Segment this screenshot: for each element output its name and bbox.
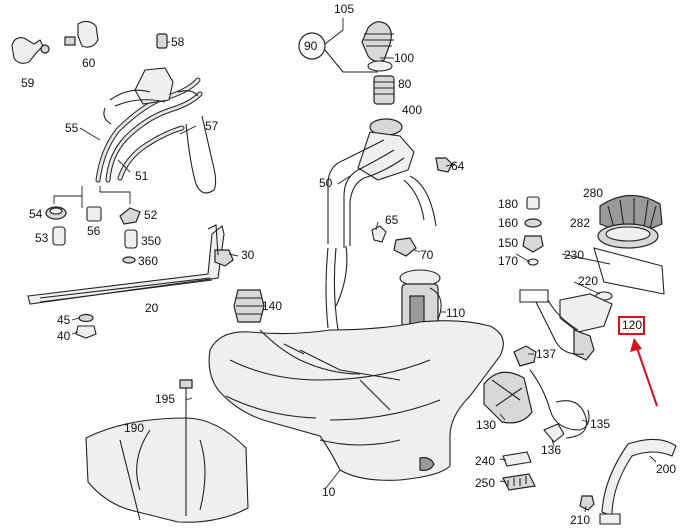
label-230: 230 [564,248,585,262]
label-100: 100 [394,51,415,65]
clip-60 [64,20,99,48]
label-190: 190 [124,421,145,435]
heat-shield-190 [85,379,249,523]
label-140: 140 [262,299,283,313]
strap-20 [27,224,234,305]
filler-parts-top [298,18,403,136]
bracket-200 [579,438,677,525]
sender-parts-stack [522,196,544,266]
label-200: 200 [656,462,677,476]
label-58: 58 [171,35,185,49]
label-60: 60 [82,56,96,70]
label-53: 53 [35,231,49,245]
label-195: 195 [155,392,176,406]
label-180: 180 [498,197,519,211]
label-30: 30 [241,248,255,262]
label-220: 220 [578,274,599,288]
label-360: 360 [138,254,159,268]
label-170: 170 [498,254,519,268]
label-210: 210 [570,513,591,527]
label-59: 59 [21,76,35,90]
label-55: 55 [65,121,79,135]
label-70: 70 [420,248,434,262]
label-150: 150 [498,236,519,250]
highlight-arrow [630,338,658,407]
label-64: 64 [451,159,465,173]
label-160: 160 [498,216,519,230]
washer-nut-45-40 [71,313,97,339]
label-120: 120 [622,318,643,332]
label-105: 105 [334,2,355,16]
grommet-140 [233,289,265,323]
fuel-pump-110 [377,269,442,355]
filler-neck-50 [325,131,453,331]
label-54: 54 [29,207,43,221]
label-240: 240 [475,454,496,468]
label-40: 40 [57,329,71,343]
fuel-filter-group [483,345,590,443]
clips-240-250 [502,451,536,491]
label-135: 135 [590,417,611,431]
label-110: 110 [446,306,466,320]
label-65: 65 [385,213,399,227]
fuel-tank-10 [208,320,504,481]
leader-lines [185,163,657,513]
label-51: 51 [135,169,149,183]
label-10: 10 [322,485,336,499]
label-282: 282 [570,216,591,230]
sensor-58 [156,33,170,49]
label-57: 57 [205,119,219,133]
label-137: 137 [536,347,557,361]
label-250: 250 [475,476,496,490]
label-400: 400 [402,103,423,117]
label-280: 280 [583,186,604,200]
highlight-box-120 [618,316,645,335]
label-130: 130 [476,418,497,432]
label-80: 80 [398,77,412,91]
label-350: 350 [141,234,162,248]
label-20: 20 [145,301,159,315]
label-50: 50 [319,176,333,190]
clip-59 [11,37,50,64]
label-45: 45 [57,313,71,327]
label-56: 56 [87,224,101,238]
label-90: 90 [304,39,318,53]
label-136: 136 [541,443,562,457]
pump-module-group [519,194,665,361]
valve-65-70 [371,225,417,257]
label-52: 52 [144,208,158,222]
hose-assembly-55-57 [79,67,217,194]
small-parts-left [45,186,141,264]
